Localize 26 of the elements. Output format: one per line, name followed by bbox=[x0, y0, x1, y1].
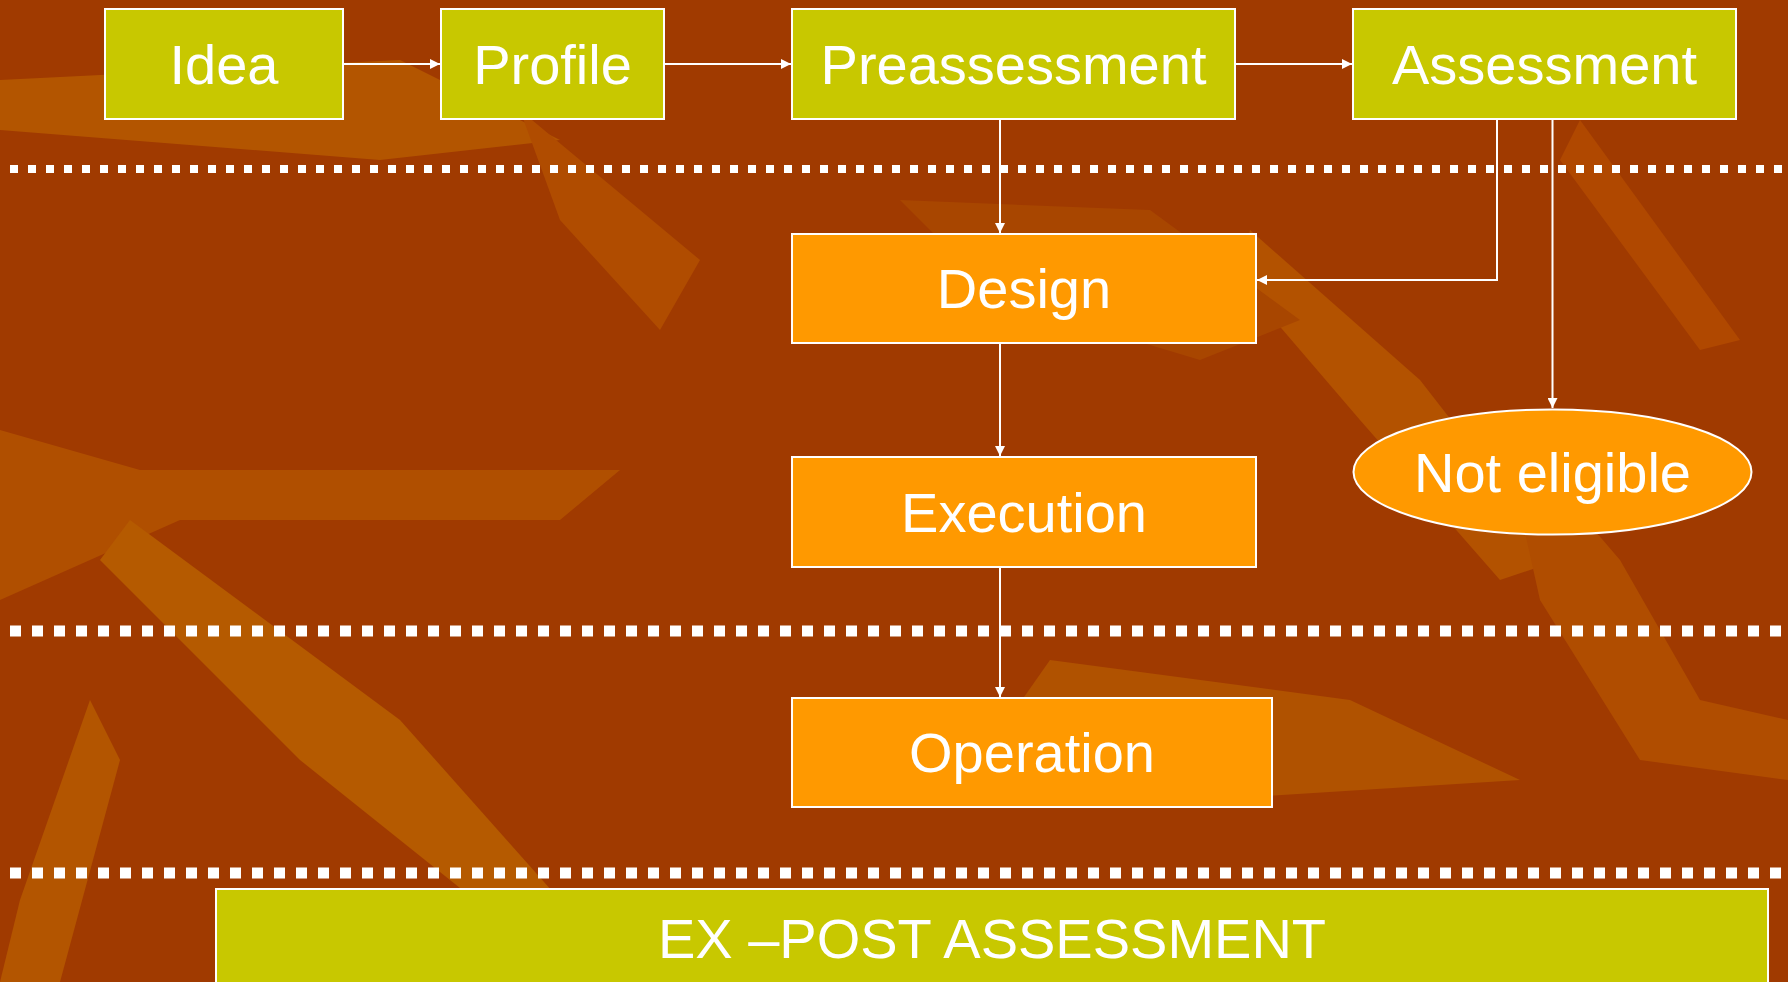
arrow bbox=[664, 59, 792, 69]
process-box bbox=[791, 233, 1257, 344]
process-box bbox=[791, 456, 1257, 568]
process-box bbox=[104, 8, 344, 120]
arrow bbox=[343, 59, 441, 69]
arrow bbox=[1256, 119, 1498, 285]
arrow bbox=[995, 343, 1005, 457]
node-label: Assessment bbox=[1392, 31, 1697, 97]
node-label: Design bbox=[936, 256, 1112, 321]
node-label: Not eligible bbox=[1413, 439, 1691, 505]
node-label: Idea bbox=[169, 31, 279, 97]
process-box bbox=[791, 697, 1273, 808]
arrow bbox=[995, 119, 1005, 234]
node-label: Preassessment bbox=[820, 31, 1207, 97]
oval-node bbox=[1352, 408, 1753, 536]
node-label: EX –POST ASSESSMENT bbox=[657, 905, 1327, 971]
node-label: Operation bbox=[909, 720, 1155, 785]
process-box bbox=[1352, 8, 1737, 120]
node-label: Execution bbox=[901, 479, 1147, 545]
arrow bbox=[1235, 59, 1353, 69]
process-box bbox=[791, 8, 1236, 120]
process-box bbox=[215, 888, 1769, 982]
arrow bbox=[995, 567, 1005, 698]
process-box bbox=[440, 8, 665, 120]
arrow bbox=[1547, 119, 1558, 409]
node-label: Profile bbox=[473, 31, 632, 97]
